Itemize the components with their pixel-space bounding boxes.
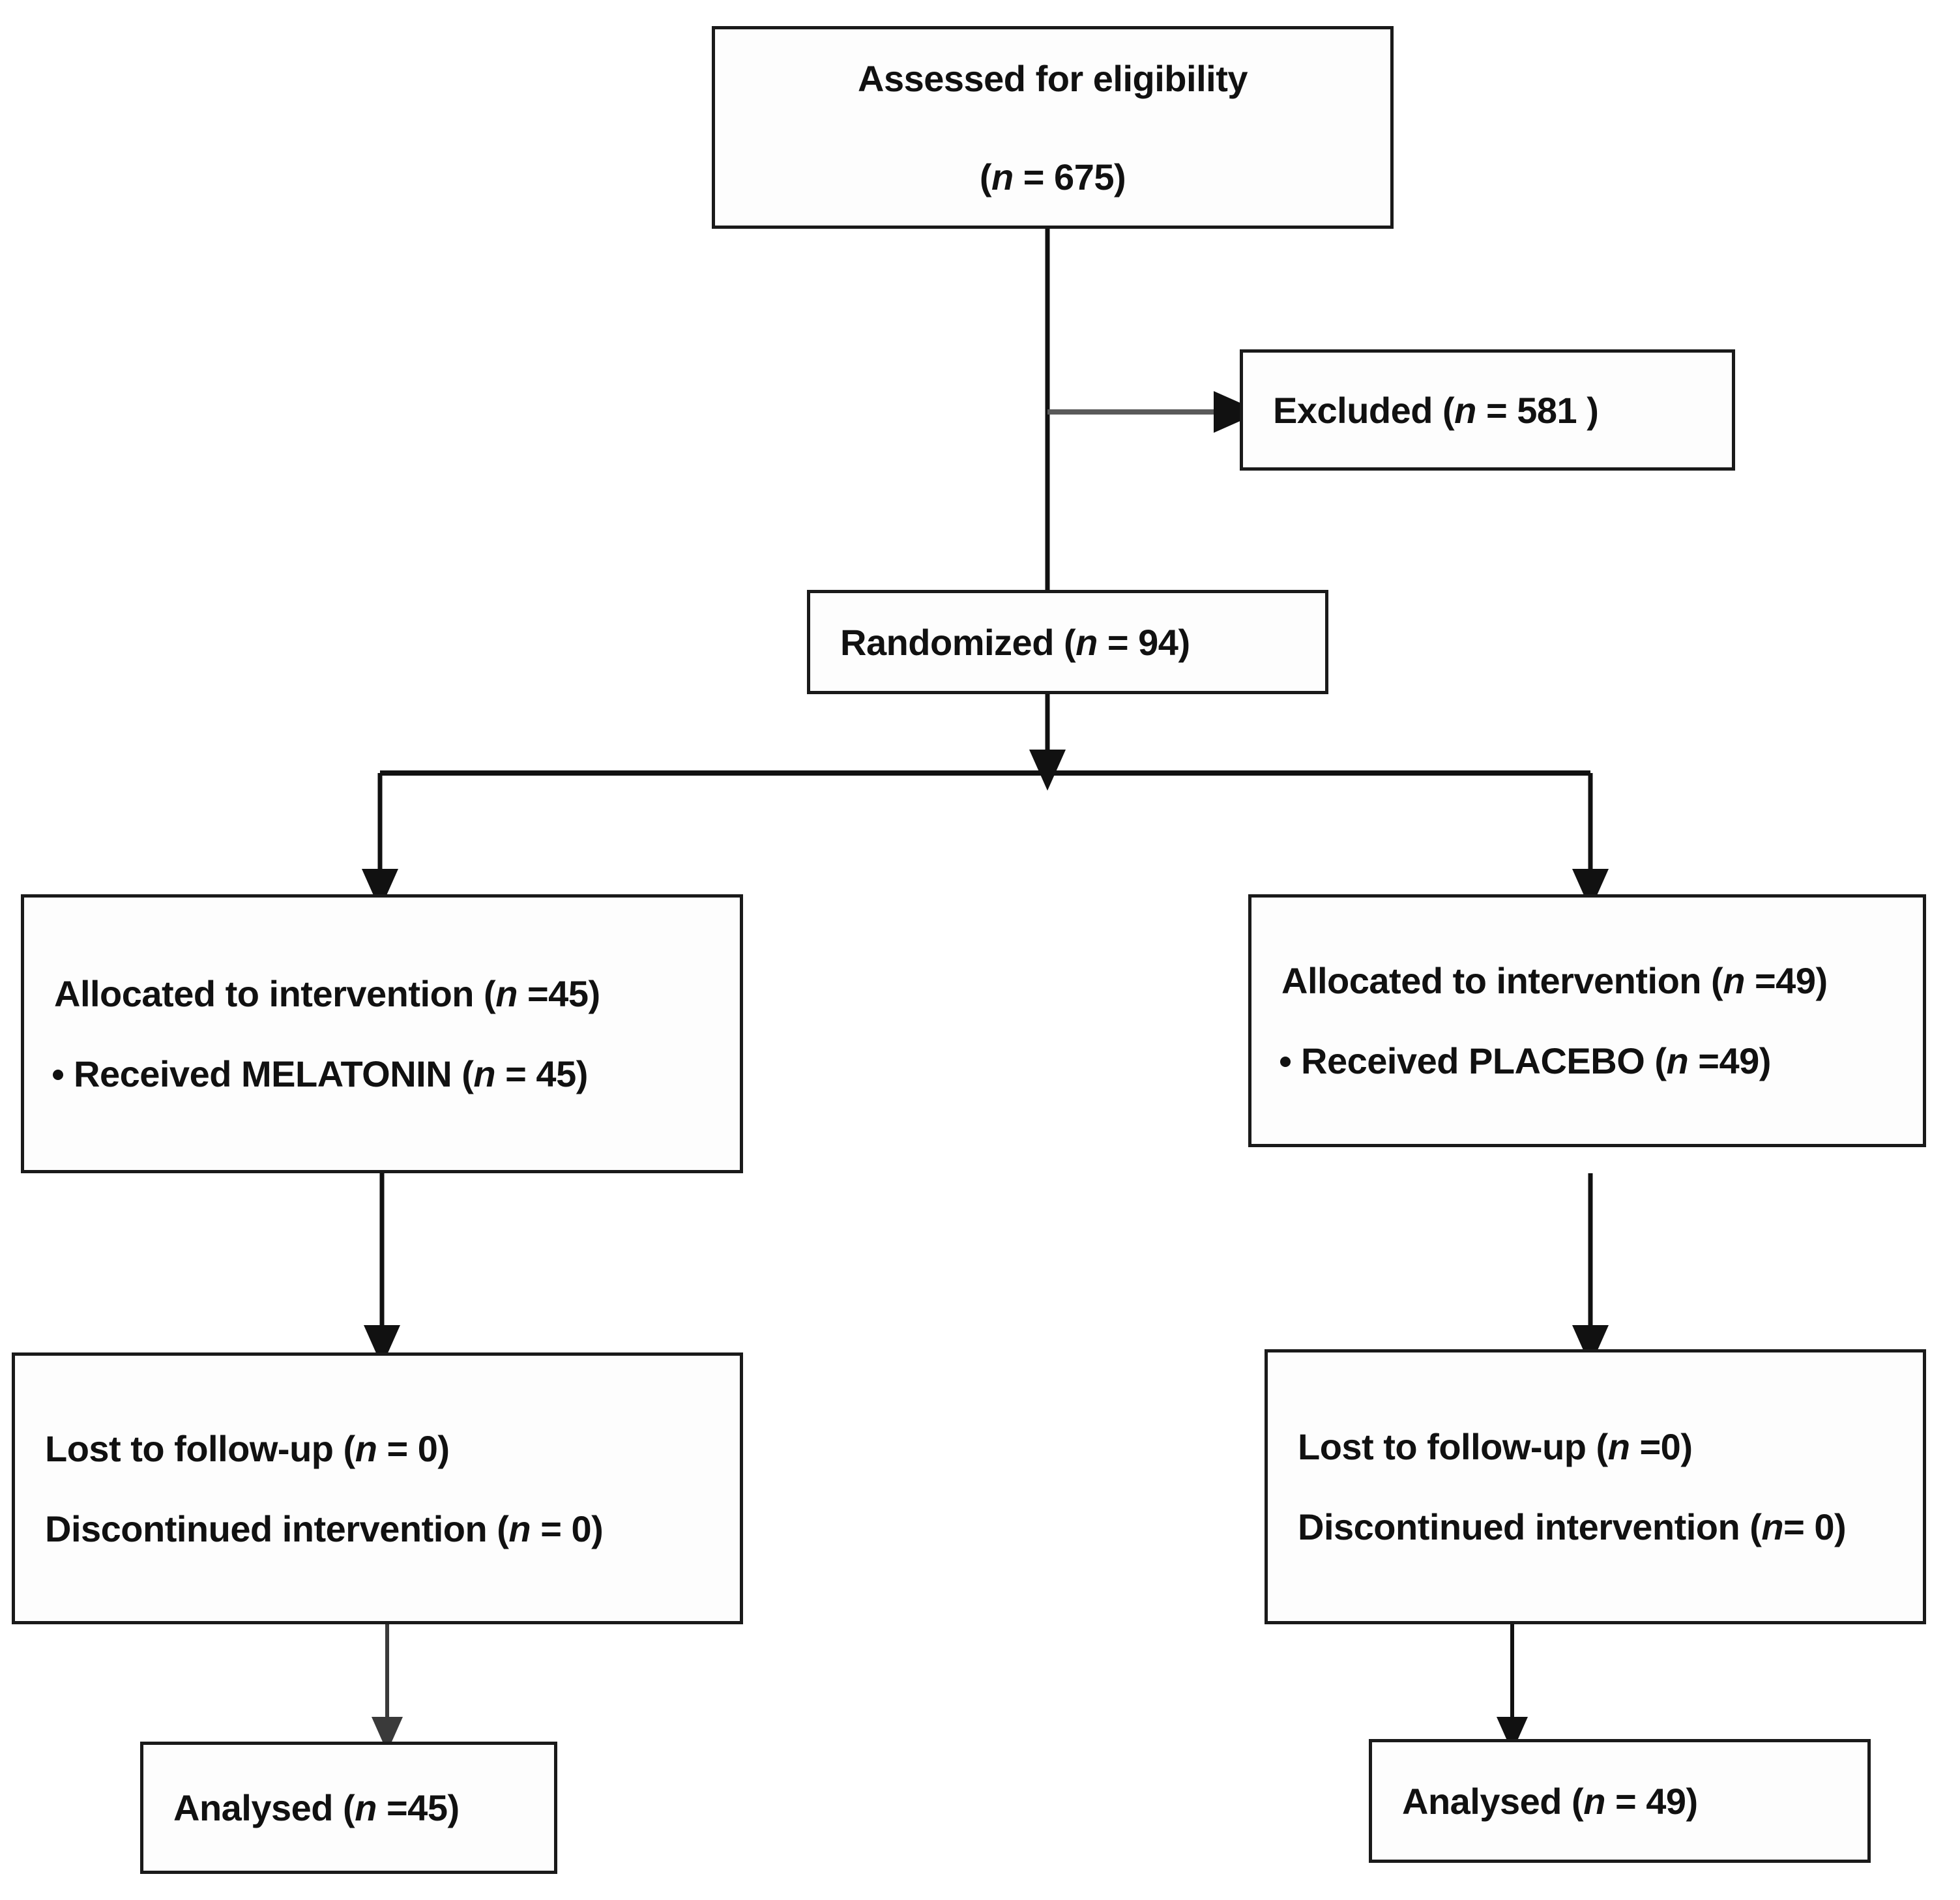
node-analysed-placebo[interactable]: Analysed (n = 49): [1369, 1739, 1871, 1863]
analysed-left-label: Analysed (n =45): [173, 1787, 460, 1828]
assessed-label: Assessed for eligibility: [858, 57, 1248, 99]
allocation-left-line1: Allocated to intervention (n =45): [54, 973, 600, 1014]
allocation-right-line2: Received PLACEBO (n =49): [1251, 1040, 1923, 1082]
bullet-icon: [53, 1069, 63, 1080]
allocation-right-line1: Allocated to intervention (n =49): [1281, 960, 1828, 1001]
node-allocation-placebo[interactable]: Allocated to intervention (n =49) Receiv…: [1248, 894, 1926, 1147]
followup-left-line2: Discontinued intervention (n = 0): [45, 1508, 604, 1549]
analysed-right-label: Analysed (n = 49): [1402, 1780, 1698, 1822]
node-followup-placebo[interactable]: Lost to follow-up (n =0) Discontinued in…: [1265, 1349, 1926, 1624]
excluded-label: Excluded (n = 581 ): [1273, 389, 1599, 431]
bullet-icon: [1280, 1056, 1291, 1067]
assessed-count: (n = 675): [979, 156, 1126, 197]
followup-right-line2: Discontinued intervention (n= 0): [1298, 1506, 1847, 1547]
spacer: [24, 1015, 740, 1053]
allocation-left-line2: Received MELATONIN (n = 45): [24, 1053, 740, 1095]
randomized-label: Randomized (n = 94): [840, 621, 1190, 663]
node-assessed-for-eligibility[interactable]: Assessed for eligibility (n = 675): [712, 26, 1394, 229]
node-excluded[interactable]: Excluded (n = 581 ): [1240, 349, 1735, 471]
node-followup-melatonin[interactable]: Lost to follow-up (n = 0) Discontinued i…: [12, 1352, 743, 1624]
node-allocation-melatonin[interactable]: Allocated to intervention (n =45) Receiv…: [21, 894, 743, 1173]
spacer: [1251, 1002, 1923, 1040]
node-analysed-melatonin[interactable]: Analysed (n =45): [140, 1742, 557, 1874]
spacer: [1268, 1468, 1923, 1506]
followup-right-line1: Lost to follow-up (n =0): [1298, 1426, 1693, 1467]
followup-left-line1: Lost to follow-up (n = 0): [45, 1427, 450, 1469]
node-randomized[interactable]: Randomized (n = 94): [807, 590, 1328, 694]
spacer: [15, 1470, 740, 1508]
